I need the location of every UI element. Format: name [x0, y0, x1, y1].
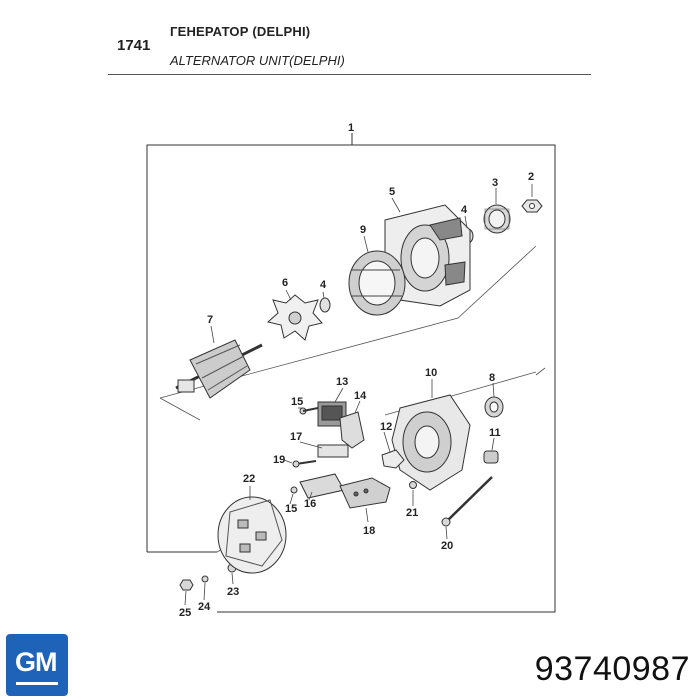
callout-5: 5	[389, 186, 395, 198]
gasket-part-12	[381, 449, 405, 469]
callout-19: 19	[273, 454, 285, 466]
callout-25: 25	[179, 607, 191, 619]
callout-15b: 15	[285, 503, 297, 515]
callout-4b: 4	[320, 279, 327, 291]
fasteners	[179, 407, 493, 591]
callout-16: 16	[304, 498, 316, 510]
title-russian: ГЕНЕРАТОР (DELPHI)	[170, 24, 311, 39]
rotor-part-7	[175, 339, 263, 399]
callout-10: 10	[425, 367, 437, 379]
leader-lines	[184, 184, 533, 606]
callout-20: 20	[441, 540, 453, 552]
terminal-block-part-18	[339, 477, 391, 509]
stator-part-9	[348, 250, 406, 316]
spacer-part-4b	[319, 297, 331, 313]
drive-end-frame-part-5	[384, 204, 471, 307]
callout-4a: 4	[461, 204, 468, 216]
slip-ring-end-frame-part-10	[391, 394, 471, 491]
callout-3: 3	[492, 177, 498, 189]
callout-18: 18	[363, 525, 375, 537]
group-code: 1741	[117, 37, 151, 54]
pulley-part-3	[483, 204, 511, 234]
bearing-part-8	[484, 396, 504, 418]
callout-13: 13	[336, 376, 348, 388]
gm-logo-underline	[16, 682, 58, 685]
rear-cover-part-22	[217, 496, 287, 574]
callout-11: 11	[489, 427, 501, 439]
part-number: 93740987	[534, 650, 690, 688]
callout-9: 9	[360, 224, 366, 236]
callout-17: 17	[290, 431, 302, 443]
sleeve-part-11	[483, 450, 499, 464]
header-divider	[108, 74, 591, 75]
rectifier-part-16	[299, 444, 349, 499]
callout-22: 22	[243, 473, 255, 485]
title-english: ALTERNATOR UNIT(DELPHI)	[170, 53, 345, 68]
callout-21: 21	[406, 507, 418, 519]
callout-12: 12	[380, 421, 392, 433]
assembly-bracket	[146, 133, 556, 613]
callout-1: 1	[348, 122, 354, 134]
callout-7: 7	[207, 314, 213, 326]
callout-labels: 1 2 3 4 5 9 4 6 7 10 8 13 14 15 17 12 11…	[179, 122, 534, 619]
fan-part-6	[266, 294, 323, 341]
callout-14: 14	[354, 390, 367, 402]
gm-logo-text: GM	[15, 647, 57, 677]
brush-holder-part-14	[339, 411, 365, 449]
callout-8: 8	[489, 372, 495, 384]
callout-2: 2	[528, 171, 534, 183]
nut-part-2	[521, 199, 543, 213]
callout-6: 6	[282, 277, 288, 289]
callout-23: 23	[227, 586, 239, 598]
gm-logo: GM	[6, 634, 68, 696]
callout-15a: 15	[291, 396, 303, 408]
callout-24: 24	[198, 601, 211, 613]
